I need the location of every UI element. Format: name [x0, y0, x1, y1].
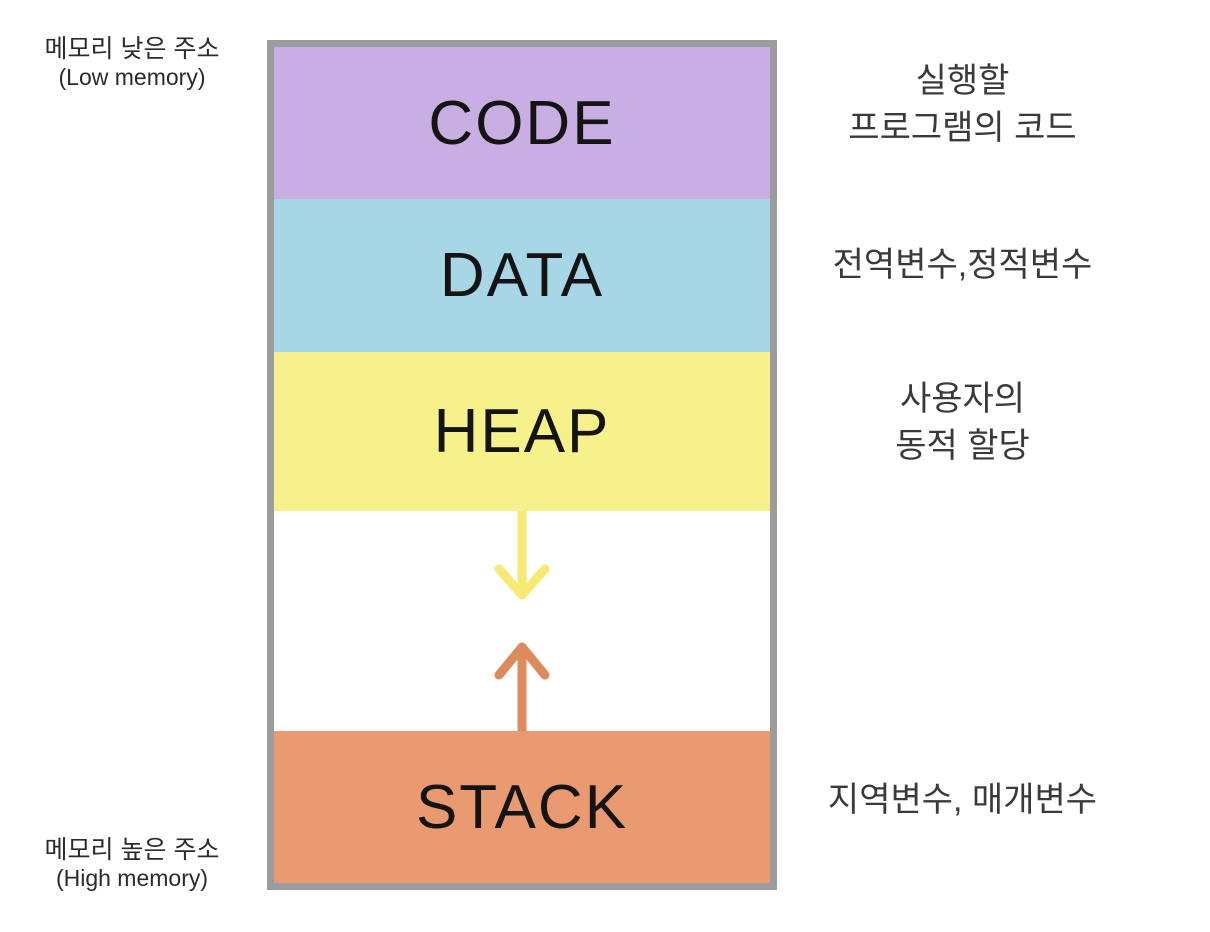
stack-annotation-line1: 지역변수, 매개변수 — [827, 781, 1098, 819]
data-annotation-line1: 전역변수,정적변수 — [832, 246, 1093, 284]
segment-heap-label: HEAP — [433, 397, 611, 466]
code-annotation: 실행할 프로그램의 코드 — [790, 58, 1135, 152]
segment-stack-label: STACK — [415, 772, 629, 842]
heap-growth-arrow-down-icon — [494, 511, 550, 600]
heap-annotation-line1: 사용자의 — [899, 380, 1026, 418]
growth-gap — [274, 511, 770, 731]
segment-code: CODE — [274, 47, 770, 199]
stack-annotation: 지역변수, 매개변수 — [790, 777, 1135, 824]
heap-annotation: 사용자의 동적 할당 — [790, 376, 1135, 470]
stack-growth-arrow-up-icon — [494, 642, 550, 731]
high-memory-label-korean: 메모리 높은 주소 — [44, 836, 220, 864]
segment-data-label: DATA — [439, 241, 605, 310]
segment-code-label: CODE — [428, 88, 616, 158]
segment-heap: HEAP — [274, 352, 770, 511]
segment-data: DATA — [274, 199, 770, 352]
data-annotation: 전역변수,정적변수 — [790, 242, 1135, 289]
low-memory-label-korean: 메모리 낮은 주소 — [44, 35, 220, 63]
high-memory-label-english: (High memory) — [55, 865, 209, 891]
high-memory-label: 메모리 높은 주소 (High memory) — [8, 835, 256, 892]
segment-stack: STACK — [274, 731, 770, 883]
code-annotation-line1: 실행할 — [915, 62, 1010, 100]
memory-box: CODE DATA HEAP S — [267, 40, 777, 890]
heap-annotation-line2: 동적 할당 — [895, 427, 1030, 465]
low-memory-label: 메모리 낮은 주소 (Low memory) — [8, 34, 256, 91]
code-annotation-line2: 프로그램의 코드 — [848, 109, 1077, 147]
low-memory-label-english: (Low memory) — [58, 64, 206, 90]
